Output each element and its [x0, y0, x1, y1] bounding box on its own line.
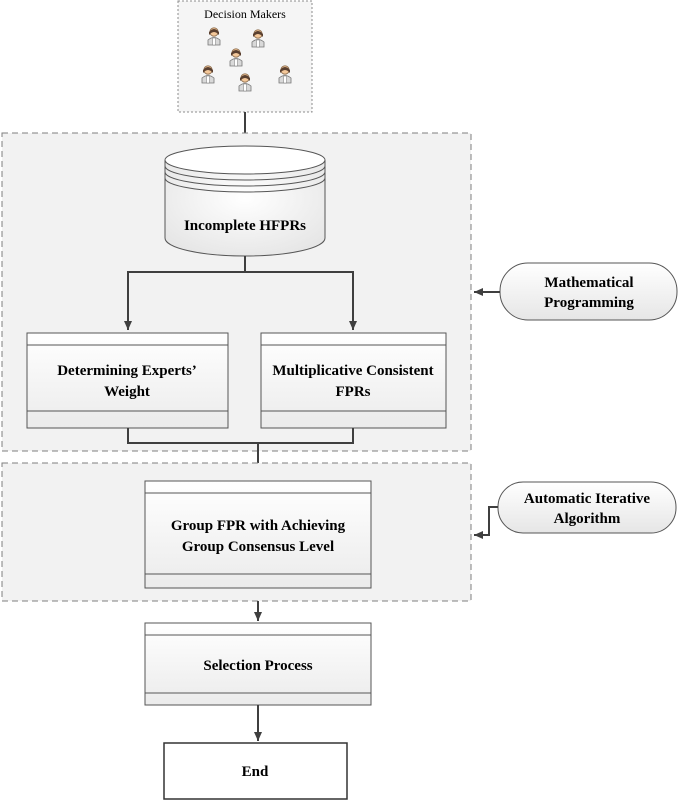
consistent-fprs-label-line2: FPRs — [336, 384, 371, 400]
selection-process-label: Selection Process — [203, 658, 312, 674]
iterative-algorithm-pill: Automatic Iterative Algorithm — [497, 481, 677, 534]
end-label: End — [242, 764, 269, 780]
group-fpr-box: Group FPR with Achieving Group Consensus… — [144, 480, 372, 589]
merge-connector — [127, 428, 354, 444]
consistent-fprs-label-line1: Multiplicative Consistent — [272, 363, 433, 379]
incomplete-hfprs-database: Incomplete HFPRs — [164, 145, 326, 257]
math-programming-line2: Programming — [544, 295, 634, 311]
decision-makers-label: Decision Makers — [204, 7, 286, 21]
decision-makers-box: Decision Makers — [177, 0, 313, 113]
selection-process-box: Selection Process — [144, 622, 372, 706]
iterative-algorithm-line2: Algorithm — [554, 511, 621, 527]
consistent-fprs-box: Multiplicative Consistent FPRs — [260, 332, 447, 429]
connector-arrow — [124, 256, 246, 330]
math-programming-line1: Mathematical — [544, 275, 633, 291]
mathematical-programming-pill: Mathematical Programming — [499, 262, 678, 321]
database-label: Incomplete HFPRs — [184, 218, 306, 234]
end-box: End — [163, 742, 348, 800]
experts-weight-box: Determining Experts’ Weight — [26, 332, 229, 429]
group-fpr-label-line2: Group Consensus Level — [182, 539, 334, 555]
experts-weight-label-line1: Determining Experts’ — [57, 363, 197, 379]
group-fpr-label-line1: Group FPR with Achieving — [171, 518, 346, 534]
connector-arrow — [474, 506, 498, 539]
connector-arrow — [245, 271, 357, 330]
iterative-algorithm-line1: Automatic Iterative — [524, 491, 651, 507]
experts-weight-label-line2: Weight — [104, 384, 150, 400]
